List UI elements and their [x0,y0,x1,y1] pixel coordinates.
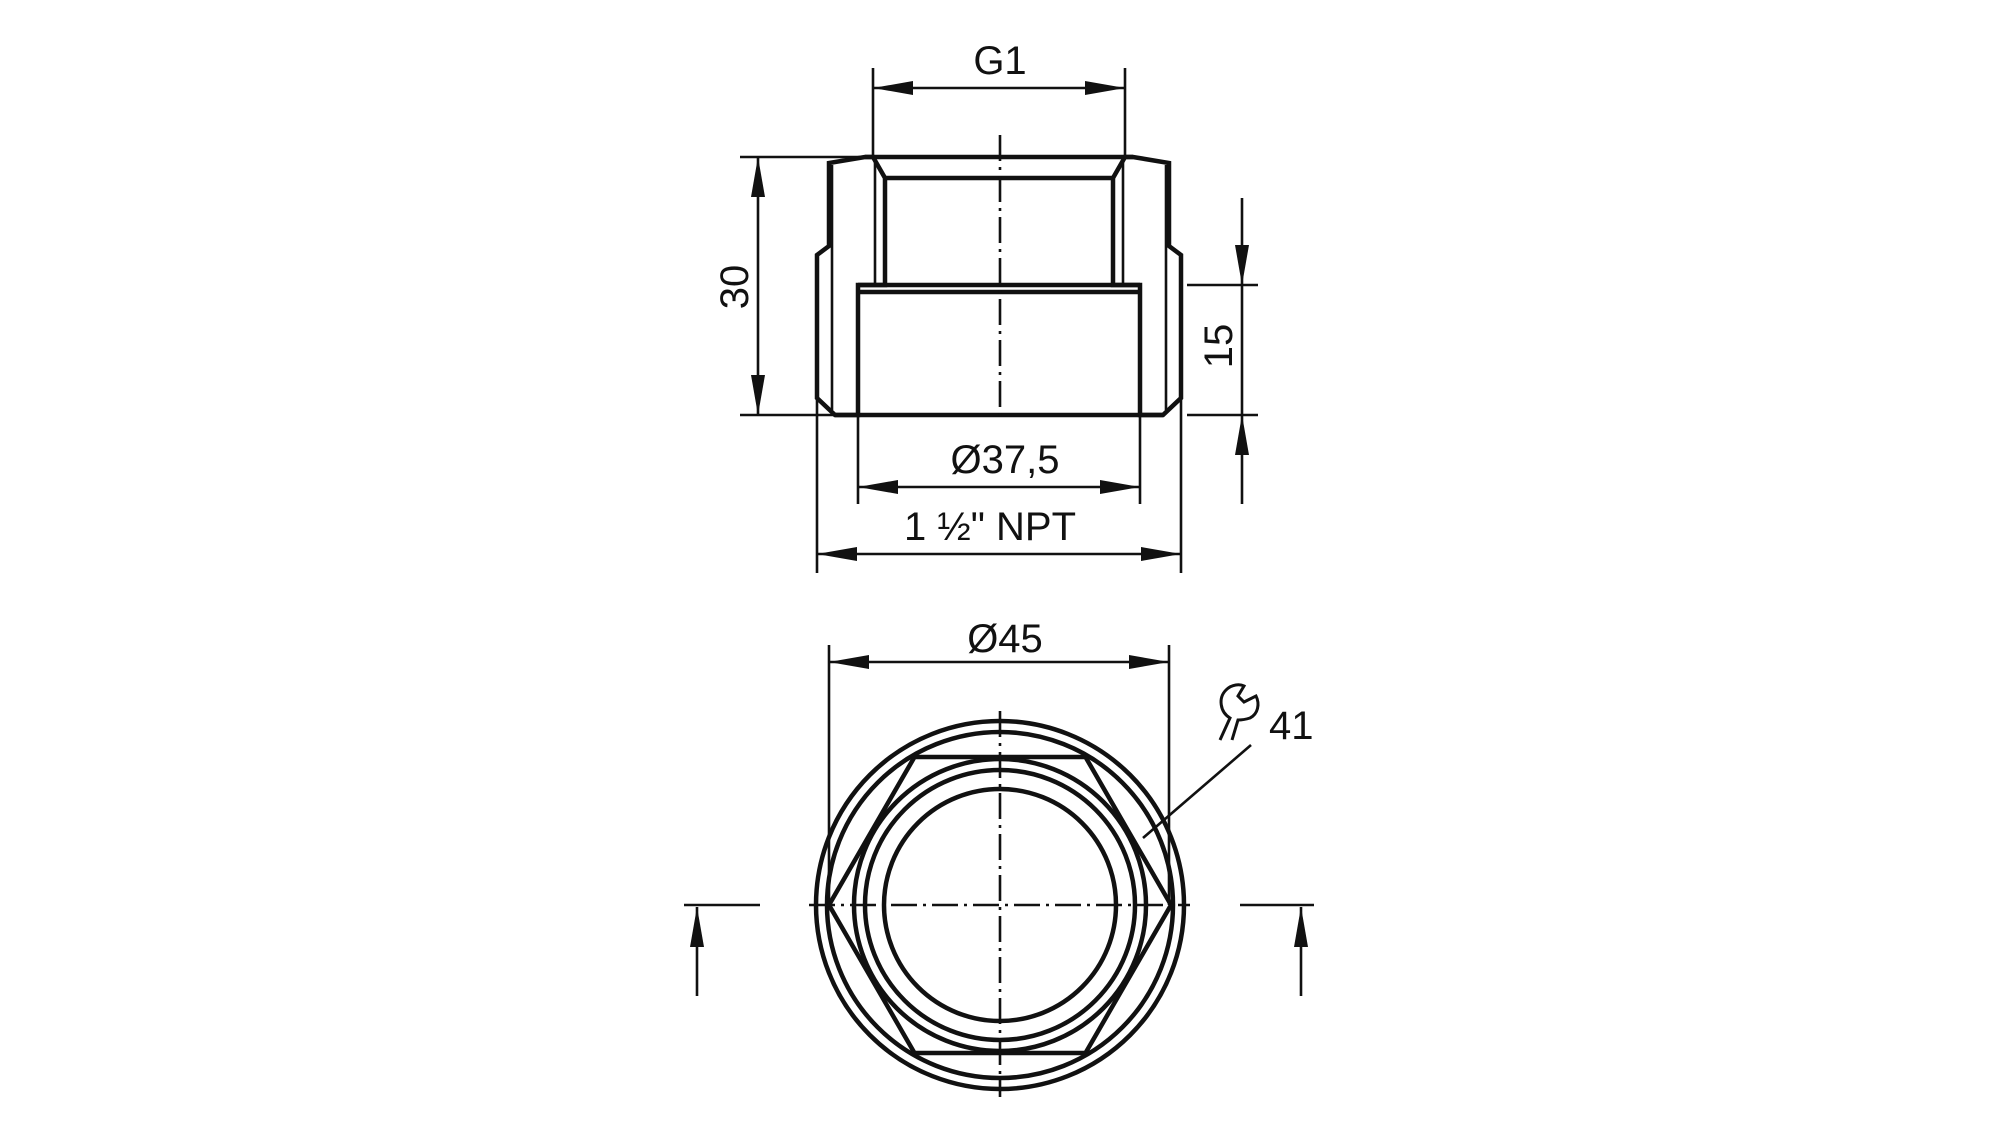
wrench-icon [1218,683,1260,741]
g1-label: G1 [973,39,1026,83]
wrench-size-label: 41 [1269,704,1314,748]
bore-circle [881,786,1119,1024]
counterbore-label: Ø37,5 [951,438,1060,482]
depth-label: 15 [1197,324,1241,369]
outer-diameter-label: Ø45 [967,617,1043,661]
npt-label: 1 ½" NPT [904,505,1076,549]
height-label: 30 [713,265,757,310]
front-view: Ø45 41 [684,617,1314,1097]
side-section-view: G1 30 15 Ø37,5 1 ½" NPT [713,39,1258,573]
wrench-leader-line [1142,744,1252,839]
